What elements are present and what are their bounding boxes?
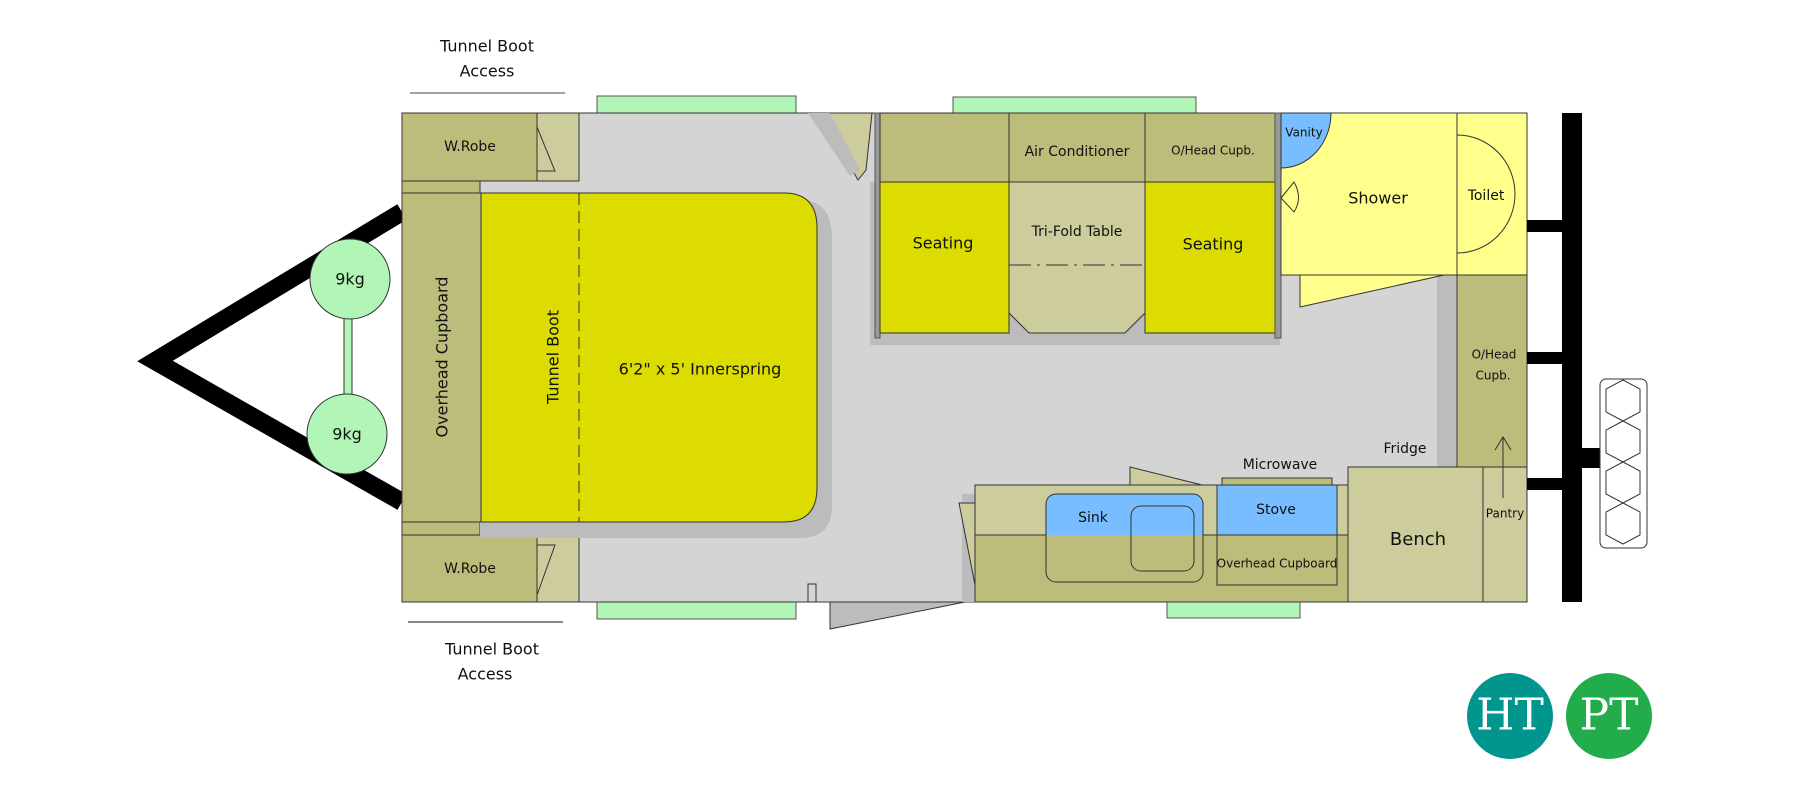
toilet-label: Toilet [1467, 188, 1505, 204]
shower-door [1299, 274, 1445, 308]
spare-wheel-icon [1599, 378, 1648, 549]
dinette-wall-right [1274, 112, 1282, 339]
window-kitchen-bottom [1166, 601, 1301, 619]
vanity-label: Vanity [1285, 126, 1322, 140]
wardrobe-door-top [536, 126, 556, 172]
shower-rose-icon [1280, 181, 1299, 213]
logo-ht-text: HT [1476, 690, 1544, 741]
wardrobe-bottom-label: W.Robe [444, 561, 496, 577]
front-strip-top [401, 180, 481, 194]
sink [1046, 494, 1203, 582]
tunnel-boot-label: Tunnel Boot [544, 310, 563, 405]
wall-shadow-top [808, 113, 860, 176]
logo-pt-text: PT [1580, 690, 1639, 741]
tunnel-boot-access-panel-top [536, 112, 580, 182]
gas-bottle-2-label: 9kg [332, 425, 362, 444]
seating-left [879, 181, 1010, 334]
rear-bar-stub-1 [1527, 220, 1562, 232]
overhead-cupboard-front-label: Overhead Cupboard [433, 277, 452, 438]
toilet-door-swing [1456, 134, 1516, 254]
spare-wheel-mount [1582, 448, 1600, 468]
overhead-cupboard-rear-label-1: O/Head [1472, 348, 1517, 362]
front-strip-bottom [401, 521, 481, 536]
logo-ht: HT [1467, 673, 1553, 759]
gas-bottle-connector [343, 317, 353, 399]
gas-bottle-1: 9kg [309, 238, 391, 320]
tunnel-boot-access-panel-bottom [536, 534, 580, 603]
window-front-bottom [596, 601, 797, 620]
tri-fold-table-label: Tri-Fold Table [1031, 224, 1123, 240]
rear-bar [1562, 113, 1582, 602]
gas-bottle-2: 9kg [306, 393, 388, 475]
gas-bottle-1-label: 9kg [335, 270, 365, 289]
bench [1347, 466, 1484, 603]
overhead-cupboard-rear [1456, 274, 1528, 468]
logo-pt: PT [1566, 673, 1652, 759]
cabinet-above-seating-left [879, 112, 1010, 183]
rear-bar-stub-3 [1527, 478, 1562, 490]
pantry-label: Pantry [1486, 507, 1524, 521]
sink-outline [1045, 493, 1204, 583]
overhead-cupboard-dinette [1144, 112, 1276, 183]
tunnel-boot-access-top-line1: Tunnel Boot [439, 37, 534, 56]
tunnel-boot-access-bottom-line2: Access [458, 665, 513, 684]
air-conditioner [1008, 112, 1146, 183]
fridge-label: Fridge [1383, 441, 1426, 457]
wardrobe-top [401, 112, 538, 182]
bed-innerspring [480, 192, 818, 523]
air-conditioner-label: Air Conditioner [1025, 144, 1130, 160]
sink-bowl [1130, 505, 1195, 572]
tunnel-boot-access-bottom-line1: Tunnel Boot [444, 640, 539, 659]
vanity [1280, 112, 1332, 169]
pantry [1482, 466, 1528, 603]
seating-right-label: Seating [1183, 235, 1244, 254]
tunnel-boot-access-top-line2: Access [460, 62, 515, 81]
overhead-cupboard-front [401, 192, 482, 523]
seating-right [1144, 181, 1276, 334]
shower-label: Shower [1348, 189, 1408, 208]
overhead-cupboard-kitchen-label: Overhead Cupboard [1217, 557, 1338, 571]
wardrobe-top-label: W.Robe [444, 139, 496, 155]
dinette-wall-left [874, 112, 881, 339]
entry-door [829, 601, 966, 630]
rear-bar-stub-2 [1527, 352, 1562, 364]
window-front-top [596, 95, 797, 114]
bed-label: 6'2" x 5' Innerspring [619, 360, 782, 379]
sink-label: Sink [1078, 510, 1109, 526]
tri-fold-table [1008, 181, 1146, 334]
bench-label: Bench [1390, 529, 1446, 550]
stove [1216, 484, 1338, 536]
window-dinette-top [952, 96, 1197, 114]
microwave-label: Microwave [1243, 457, 1318, 473]
overhead-cupboard-rear-label-2: Cupb. [1475, 369, 1510, 383]
wall-shadow-right [1437, 275, 1457, 467]
microwave [1221, 477, 1333, 486]
seating-left-label: Seating [913, 234, 974, 253]
door-step [807, 583, 817, 603]
pantry-arrow-icon [1494, 436, 1512, 498]
stove-label: Stove [1256, 502, 1296, 518]
overhead-cupboard-dinette-label: O/Head Cupb. [1171, 144, 1255, 158]
wardrobe-door-bottom [536, 544, 556, 596]
